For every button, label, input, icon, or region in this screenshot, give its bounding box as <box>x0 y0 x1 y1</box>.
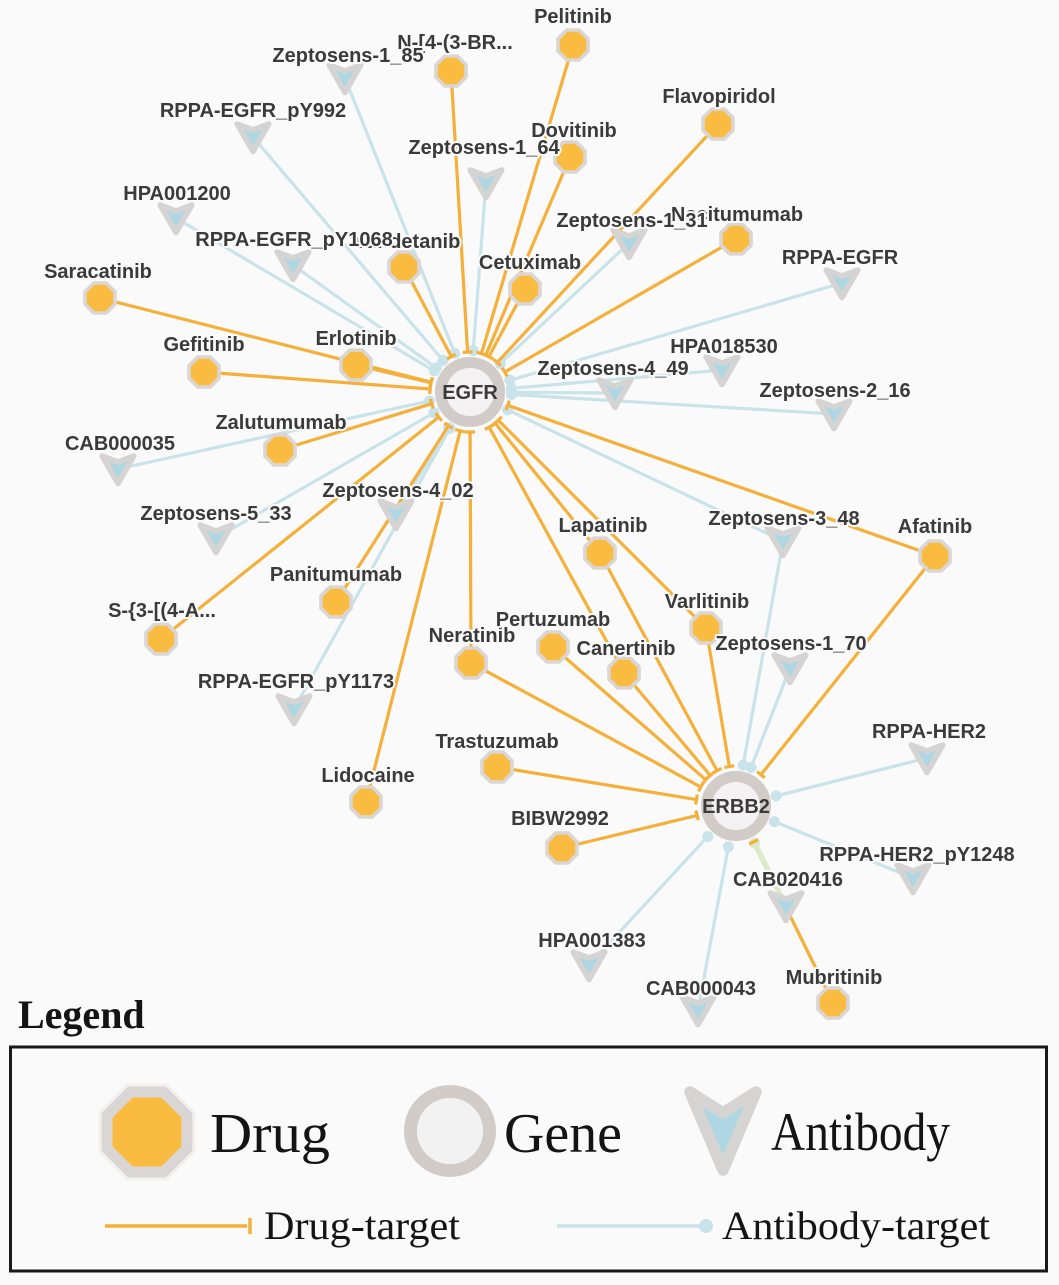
svg-text:Varlitinib: Varlitinib <box>665 591 749 613</box>
svg-text:Lidocaine: Lidocaine <box>321 765 414 787</box>
svg-text:Zeptosens-3_48: Zeptosens-3_48 <box>708 508 859 530</box>
svg-text:Vandetanib: Vandetanib <box>354 231 461 253</box>
svg-text:CAB020416: CAB020416 <box>733 869 843 891</box>
svg-text:Zeptosens-4_02: Zeptosens-4_02 <box>322 480 473 502</box>
svg-text:Trastuzumab: Trastuzumab <box>435 731 558 753</box>
svg-text:Zeptosens-1_85: Zeptosens-1_85 <box>272 45 423 67</box>
svg-text:Dovitinib: Dovitinib <box>531 120 617 142</box>
svg-text:Flavopiridol: Flavopiridol <box>662 86 775 108</box>
svg-text:Pertuzumab: Pertuzumab <box>496 609 610 631</box>
svg-text:Antibody: Antibody <box>771 1102 950 1162</box>
svg-text:Mubritinib: Mubritinib <box>786 967 883 989</box>
svg-text:HPA001383: HPA001383 <box>538 930 645 952</box>
svg-text:Cetuximab: Cetuximab <box>479 252 581 274</box>
svg-text:Gefitinib: Gefitinib <box>163 334 244 356</box>
svg-text:BIBW2992: BIBW2992 <box>511 808 609 830</box>
svg-text:Gene: Gene <box>504 1103 622 1165</box>
svg-text:Drug-target: Drug-target <box>264 1203 460 1248</box>
svg-text:Panitumumab: Panitumumab <box>270 564 402 586</box>
svg-text:RPPA-EGFR: RPPA-EGFR <box>782 247 899 269</box>
svg-text:Erlotinib: Erlotinib <box>315 328 396 350</box>
svg-text:RPPA-HER2_pY1248: RPPA-HER2_pY1248 <box>819 844 1014 866</box>
svg-text:S-{3-[(4-A...: S-{3-[(4-A... <box>108 600 216 622</box>
svg-text:HPA018530: HPA018530 <box>670 336 777 358</box>
svg-text:Canertinib: Canertinib <box>577 638 676 660</box>
svg-text:HPA001200: HPA001200 <box>123 183 230 205</box>
svg-text:RPPA-EGFR_pY1173: RPPA-EGFR_pY1173 <box>198 671 394 693</box>
svg-text:Zeptosens-4_49: Zeptosens-4_49 <box>537 358 688 380</box>
svg-text:Zeptosens-1_31: Zeptosens-1_31 <box>556 210 707 232</box>
svg-text:Lapatinib: Lapatinib <box>559 515 648 537</box>
svg-text:Zalutumumab: Zalutumumab <box>215 412 346 434</box>
svg-text:N-[4-(3-BR...: N-[4-(3-BR... <box>397 32 513 54</box>
svg-text:CAB000035: CAB000035 <box>65 433 175 455</box>
svg-text:ERBB2: ERBB2 <box>702 796 770 818</box>
svg-text:Antibody-target: Antibody-target <box>722 1203 990 1248</box>
svg-text:Pelitinib: Pelitinib <box>534 6 612 28</box>
svg-text:Zeptosens-1_70: Zeptosens-1_70 <box>715 633 866 655</box>
svg-text:Zeptosens-5_33: Zeptosens-5_33 <box>140 503 291 525</box>
svg-text:Zeptosens-1_64: Zeptosens-1_64 <box>408 137 560 159</box>
svg-text:RPPA-HER2: RPPA-HER2 <box>872 721 986 743</box>
svg-text:Afatinib: Afatinib <box>898 516 972 538</box>
svg-text:EGFR: EGFR <box>442 382 498 404</box>
svg-text:Neratinib: Neratinib <box>429 625 516 647</box>
svg-text:CAB000043: CAB000043 <box>646 978 756 1000</box>
svg-text:Necitumumab: Necitumumab <box>671 204 803 226</box>
svg-text:Zeptosens-2_16: Zeptosens-2_16 <box>759 380 910 402</box>
svg-text:Saracatinib: Saracatinib <box>44 261 152 283</box>
svg-text:Legend: Legend <box>18 992 145 1037</box>
svg-text:RPPA-EGFR_pY992: RPPA-EGFR_pY992 <box>160 100 346 122</box>
svg-text:Drug: Drug <box>210 1103 330 1165</box>
svg-text:RPPA-EGFR_pY1068: RPPA-EGFR_pY1068 <box>195 229 392 251</box>
